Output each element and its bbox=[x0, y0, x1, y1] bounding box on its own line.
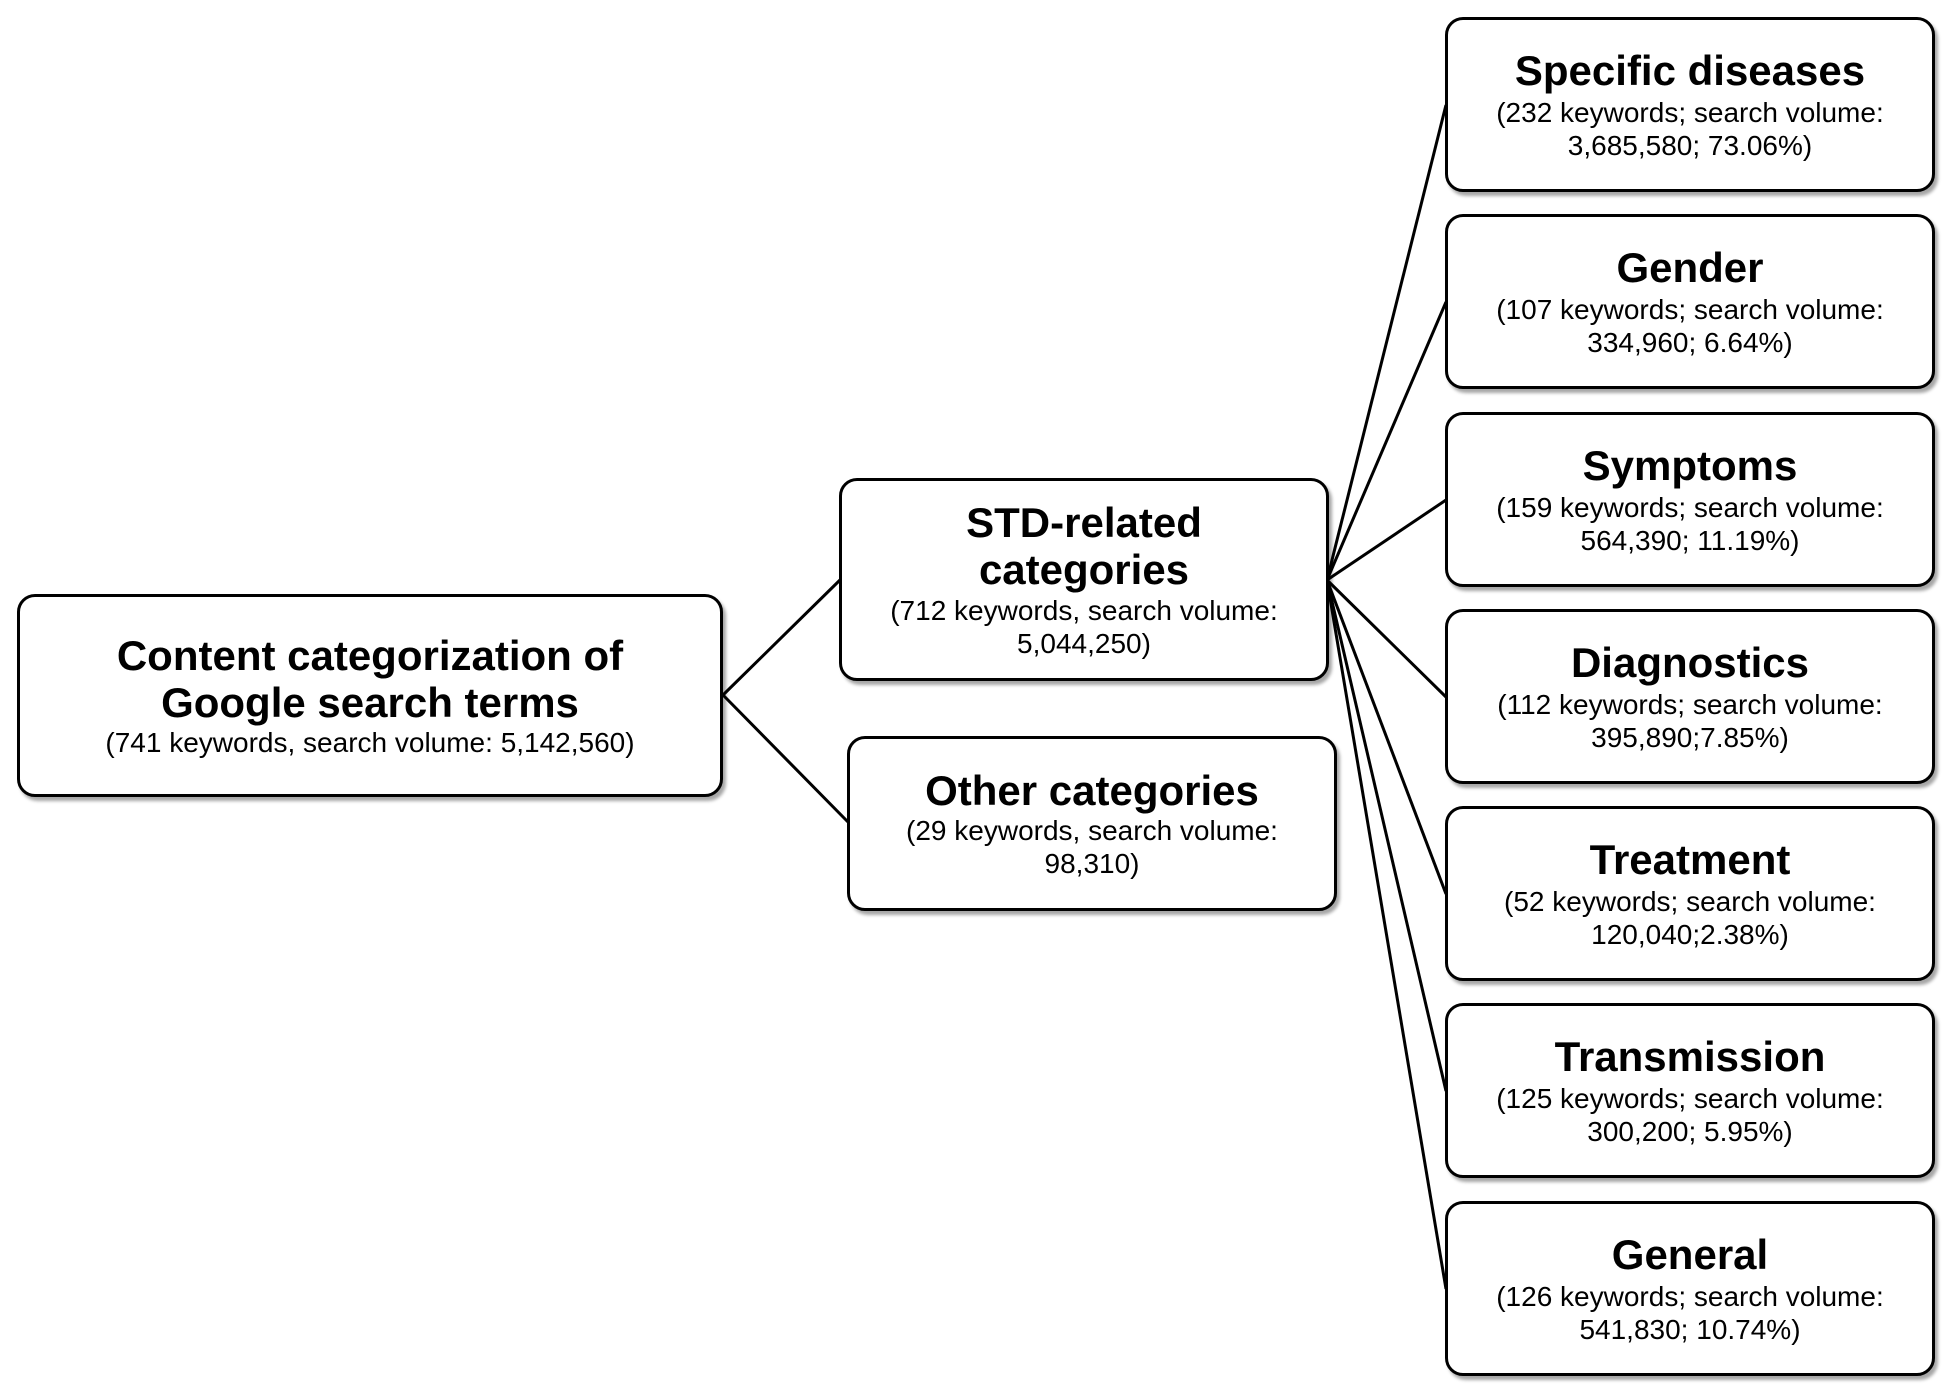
gender-detail: (107 keywords; search volume: 334,960; 6… bbox=[1496, 293, 1884, 359]
connector-std-symptoms bbox=[1326, 498, 1447, 582]
connector-std-transmission bbox=[1325, 579, 1448, 1092]
std-related-categories-node: STD-related categories (712 keywords, se… bbox=[839, 478, 1329, 681]
root-node: Content categorization of Google search … bbox=[17, 594, 723, 797]
gender-title: Gender bbox=[1616, 243, 1764, 291]
specific-diseases-title: Specific diseases bbox=[1514, 46, 1866, 94]
general-title: General bbox=[1611, 1230, 1769, 1278]
connector-std-diagnostics bbox=[1325, 578, 1448, 699]
transmission-detail: (125 keywords; search volume: 300,200; 5… bbox=[1496, 1082, 1884, 1148]
transmission-title: Transmission bbox=[1554, 1032, 1826, 1080]
general-node: General (126 keywords; search volume: 54… bbox=[1445, 1201, 1935, 1376]
root-node-detail: (741 keywords, search volume: 5,142,560) bbox=[105, 727, 635, 759]
connector-std-gender bbox=[1325, 301, 1448, 581]
connector-std-general bbox=[1325, 579, 1448, 1290]
other-categories-node: Other categories (29 keywords, search vo… bbox=[847, 736, 1337, 911]
specific-diseases-detail: (232 keywords; search volume: 3,685,580;… bbox=[1496, 96, 1884, 162]
connector-std-specific-diseases bbox=[1325, 104, 1448, 581]
symptoms-title: Symptoms bbox=[1582, 441, 1798, 489]
diagnostics-node: Diagnostics (112 keywords; search volume… bbox=[1445, 609, 1935, 784]
treatment-detail: (52 keywords; search volume: 120,040;2.3… bbox=[1504, 885, 1876, 951]
root-node-title: Content categorization of Google search … bbox=[116, 631, 624, 726]
specific-diseases-node: Specific diseases (232 keywords; search … bbox=[1445, 17, 1935, 192]
diagnostics-detail: (112 keywords; search volume: 395,890;7.… bbox=[1497, 688, 1883, 754]
std-related-categories-detail: (712 keywords, search volume: 5,044,250) bbox=[890, 594, 1278, 659]
other-categories-title: Other categories bbox=[925, 766, 1259, 814]
connector-root-std bbox=[721, 578, 842, 697]
symptoms-node: Symptoms (159 keywords; search volume: 5… bbox=[1445, 412, 1935, 587]
treatment-title: Treatment bbox=[1589, 835, 1791, 883]
transmission-node: Transmission (125 keywords; search volum… bbox=[1445, 1003, 1935, 1178]
gender-node: Gender (107 keywords; search volume: 334… bbox=[1445, 214, 1935, 389]
general-detail: (126 keywords; search volume: 541,830; 1… bbox=[1496, 1280, 1884, 1346]
other-categories-detail: (29 keywords, search volume: 98,310) bbox=[906, 814, 1278, 880]
symptoms-detail: (159 keywords; search volume: 564,390; 1… bbox=[1496, 491, 1884, 557]
treatment-node: Treatment (52 keywords; search volume: 1… bbox=[1445, 806, 1935, 981]
connector-std-treatment bbox=[1325, 579, 1448, 895]
connector-root-other bbox=[721, 693, 850, 824]
std-related-categories-title: STD-related categories bbox=[966, 499, 1202, 594]
diagnostics-title: Diagnostics bbox=[1570, 638, 1810, 686]
